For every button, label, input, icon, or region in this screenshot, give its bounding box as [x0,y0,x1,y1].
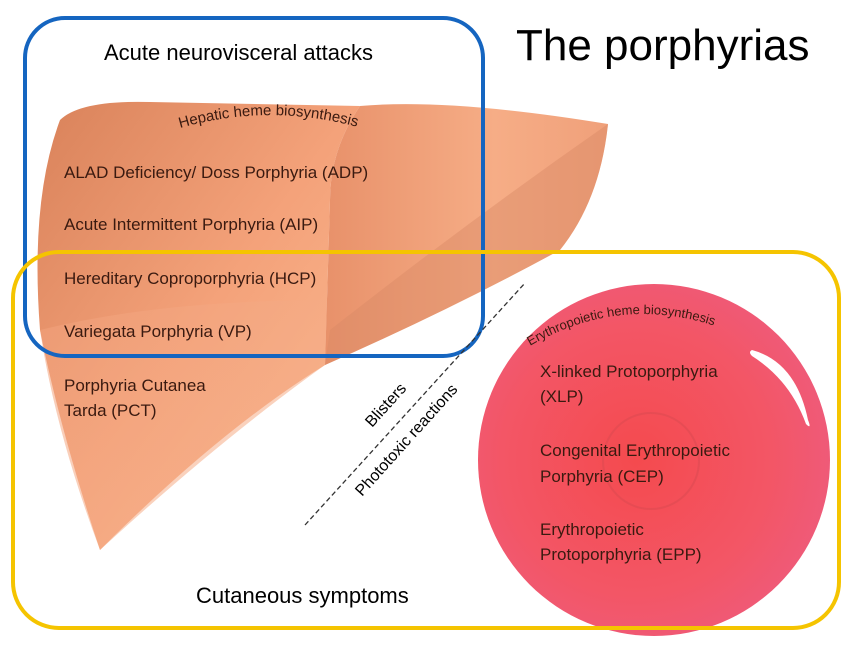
disease-xlp-line1: X-linked Protoporphyria [540,362,718,381]
disease-aip: Acute Intermittent Porphyria (AIP) [64,215,318,234]
acute-region-border [23,16,485,358]
disease-epp-line1: Erythropoietic [540,520,644,539]
disease-pct-line1: Porphyria Cutanea [64,376,206,395]
erythrocyte-cell [478,284,830,636]
disease-epp-line2: Protoporphyria (EPP) [540,545,702,564]
disease-hcp: Hereditary Coproporphyria (HCP) [64,269,316,288]
cutaneous-region-border [11,250,841,630]
dashed-divider [304,282,526,526]
liver-right-shade [325,124,608,365]
liver-right-lobe [325,104,608,365]
erythrocyte-center [602,412,700,510]
erythrocyte-highlight [750,350,810,427]
disease-cep-line2: Porphyria (CEP) [540,467,664,486]
disease-cep-line1: Congenital Erythropoietic [540,441,730,460]
cutaneous-region-label: Cutaneous symptoms [196,583,409,608]
hepatic-disease-list: ALAD Deficiency/ Doss Porphyria (ADP) Ac… [64,163,368,420]
disease-xlp-line2: (XLP) [540,387,583,406]
erythrocyte-illustration [478,284,830,636]
phototoxic-label: Phototoxic reactions [352,381,461,499]
page-title: The porphyrias [516,21,809,70]
disease-vp: Variegata Porphyria (VP) [64,322,252,341]
liver-illustration [37,101,608,551]
blisters-label: Blisters [362,380,410,430]
acute-region-label: Acute neurovisceral attacks [104,40,373,65]
erythropoietic-disease-list: X-linked Protoporphyria (XLP) Congenital… [540,362,730,564]
disease-pct-line2: Tarda (PCT) [64,401,157,420]
liver-lower-lobe [40,300,330,550]
disease-adp: ALAD Deficiency/ Doss Porphyria (ADP) [64,163,368,182]
